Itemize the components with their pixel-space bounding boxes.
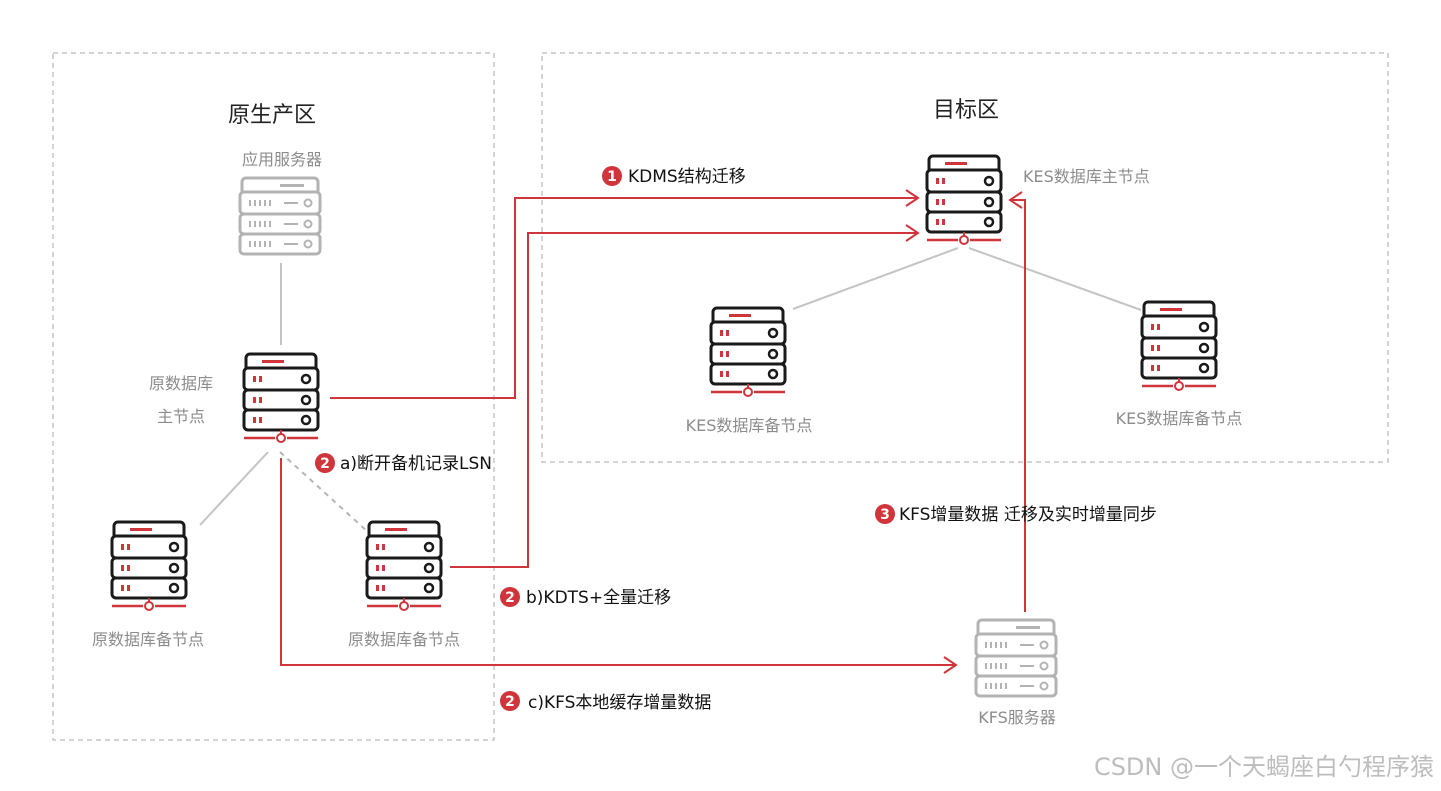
kfs-server-label: KFS服务器 bbox=[978, 708, 1056, 727]
path-kfs-sync bbox=[1010, 199, 1026, 612]
step2b-number: 2 bbox=[505, 590, 515, 606]
step2b-label: b)KDTS+全量迁移 bbox=[526, 588, 671, 608]
arrowhead-icon bbox=[905, 224, 920, 242]
source-zone-frame bbox=[52, 52, 495, 741]
kfs-server-icon bbox=[974, 618, 1058, 698]
step2c-label: c)KFS本地缓存增量数据 bbox=[528, 693, 711, 713]
kes-primary-label: KES数据库主节点 bbox=[1023, 167, 1150, 186]
source-primary-server-icon bbox=[242, 352, 320, 444]
kes-standby-left-label: KES数据库备节点 bbox=[686, 416, 813, 435]
link-kes-primary-to-standby-left bbox=[792, 247, 959, 310]
kes-primary-server-icon bbox=[925, 154, 1003, 246]
target-zone-title: 目标区 bbox=[933, 98, 999, 123]
kes-standby-left-server-icon bbox=[709, 306, 787, 398]
arrowhead-icon bbox=[943, 656, 958, 674]
arrowhead-icon bbox=[905, 189, 920, 207]
path-kdms-structure bbox=[330, 197, 918, 399]
path-kfs-cache bbox=[280, 458, 956, 666]
watermark: CSDN @一个天蝎座白勺程序猿 bbox=[1094, 753, 1434, 781]
step3-label: KFS增量数据 迁移及实时增量同步 bbox=[899, 505, 1157, 525]
app-server-label: 应用服务器 bbox=[242, 150, 322, 169]
source-zone-title: 原生产区 bbox=[228, 103, 316, 128]
step1-label: KDMS结构迁移 bbox=[628, 167, 746, 187]
source-primary-label-line1: 原数据库 bbox=[149, 374, 213, 393]
link-kes-primary-to-standby-right bbox=[968, 247, 1142, 311]
source-standby-right-server-icon bbox=[365, 520, 443, 612]
kes-standby-right-server-icon bbox=[1140, 300, 1218, 392]
target-zone-frame bbox=[541, 52, 1389, 463]
source-standby-right-label: 原数据库备节点 bbox=[348, 630, 460, 649]
step2a-number: 2 bbox=[320, 456, 330, 472]
link-primary-to-standby-left bbox=[199, 451, 269, 526]
path-kdts-full bbox=[450, 232, 918, 568]
app-server-icon bbox=[238, 176, 322, 256]
source-standby-left-label: 原数据库备节点 bbox=[92, 630, 204, 649]
step3-number: 3 bbox=[880, 507, 890, 523]
step1-number: 1 bbox=[607, 169, 617, 185]
step2c-number: 2 bbox=[505, 694, 515, 710]
kes-standby-right-label: KES数据库备节点 bbox=[1116, 409, 1243, 428]
step2a-label: a)断开备机记录LSN bbox=[340, 454, 492, 474]
source-standby-left-server-icon bbox=[110, 520, 188, 612]
source-primary-label-line2: 主节点 bbox=[157, 407, 205, 426]
arrowhead-icon bbox=[1008, 191, 1023, 209]
